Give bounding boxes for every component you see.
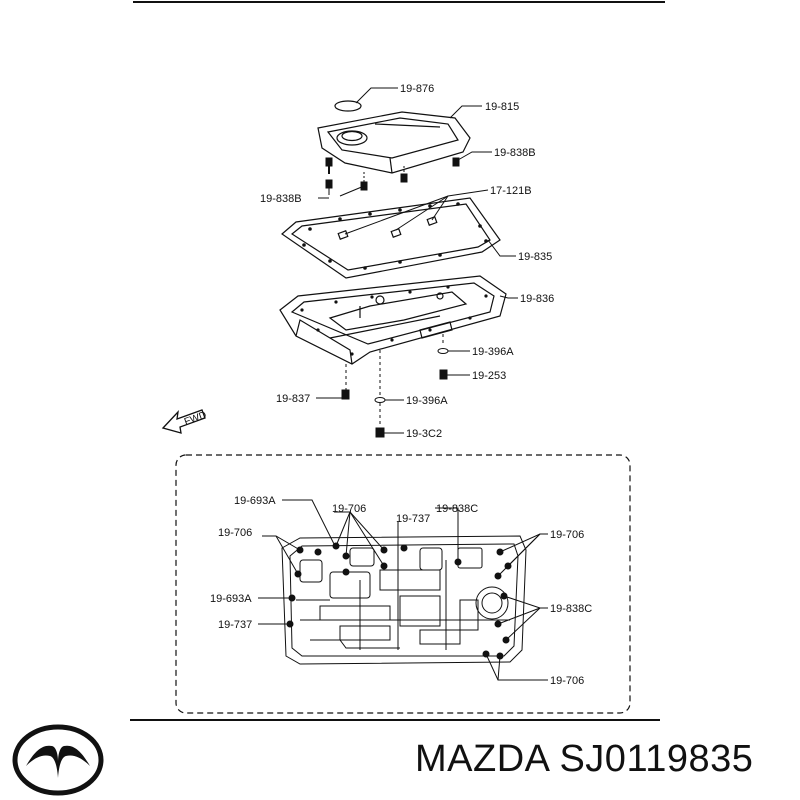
- o-ring-part: [334, 100, 362, 112]
- part-label: 19-838C: [550, 603, 592, 615]
- drain-hardware: [341, 334, 449, 438]
- part-label: 19-838B: [494, 147, 536, 159]
- oil-pan-part: [279, 275, 507, 365]
- detail-leader-lines: [258, 499, 548, 681]
- gasket-bolt-holes: [302, 202, 488, 270]
- part-label: 19-837: [276, 393, 310, 405]
- part-label: 19-706: [550, 529, 584, 541]
- part-label: 19-838B: [260, 193, 302, 205]
- part-label: 19-3C2: [406, 428, 442, 440]
- part-number-caption: MAZDA SJ0119835: [415, 738, 754, 780]
- mazda-logo-icon: [12, 724, 104, 796]
- part-label: 19-835: [518, 251, 552, 263]
- part-label: 19-706: [550, 675, 584, 687]
- part-label: 19-706: [332, 503, 366, 515]
- part-label: 19-706: [218, 527, 252, 539]
- part-label: 19-876: [400, 83, 434, 95]
- part-label: 19-838C: [436, 503, 478, 515]
- detail-box: [175, 454, 631, 714]
- detail-part-labels: 19-693A 19-706 19-838C 19-706 19-737 19-…: [210, 495, 592, 687]
- part-label: 19-737: [218, 619, 252, 631]
- oil-pan-bolt-holes: [300, 285, 488, 356]
- part-label: 17-121B: [490, 185, 532, 197]
- oil-strainer-part: [317, 111, 471, 174]
- upper-part-labels: 19-876 19-815 19-838B 19-838B 17-121B 19…: [260, 83, 554, 440]
- part-label: 19-737: [396, 513, 430, 525]
- part-label: 19-396A: [472, 346, 514, 358]
- oil-pan-gasket-part: [281, 197, 501, 279]
- part-label: 19-693A: [210, 593, 252, 605]
- part-label: 19-815: [485, 101, 519, 113]
- part-label: 19-396A: [406, 395, 448, 407]
- forward-arrow-icon: FWD: [161, 409, 208, 434]
- part-label: 19-253: [472, 370, 506, 382]
- part-label: 19-836: [520, 293, 554, 305]
- forward-label: FWD: [183, 410, 208, 428]
- upper-leader-lines: [316, 87, 518, 434]
- part-label: 19-693A: [234, 495, 276, 507]
